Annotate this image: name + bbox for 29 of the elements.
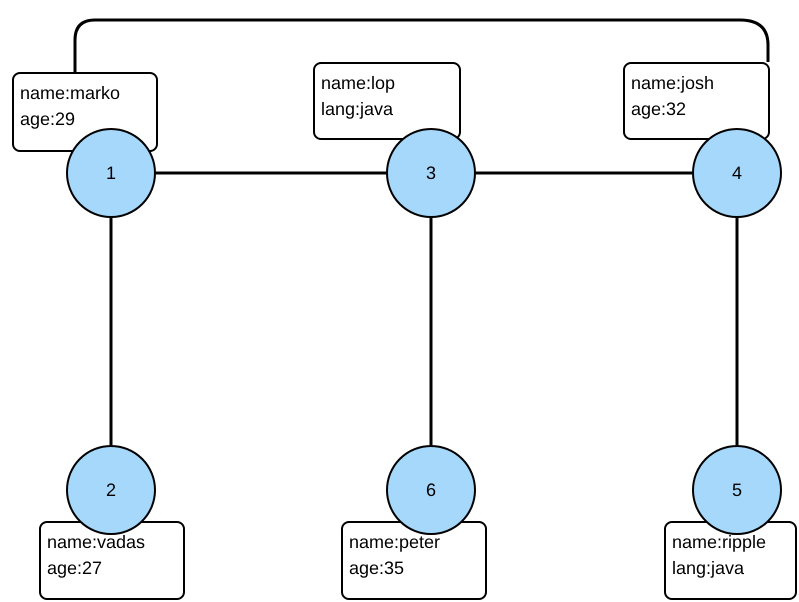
property-text: name:josh [631,72,714,95]
property-box [664,521,797,600]
property-text: age:35 [349,557,404,580]
property-text: lang:java [672,557,744,580]
vertex-id: 5 [732,478,742,502]
property-box [623,62,770,140]
property-text: name:marko [20,82,120,105]
connector-line [110,218,112,445]
property-box [341,521,487,600]
connector-line [74,18,770,72]
vertex-id: 4 [732,162,742,184]
connector-line [156,172,386,174]
property-text: age:29 [20,108,76,131]
property-text: name:lop [321,72,396,95]
connector-line [430,218,432,445]
property-text: age:27 [47,557,102,580]
property-text: name:peter [349,531,440,554]
vertex-id: 6 [426,478,436,502]
property-text: lang:java [321,98,394,121]
property-text: name:vadas [47,531,146,554]
property-box [39,521,185,600]
vertex-id: 1 [106,162,116,184]
connector-line [476,172,692,174]
property-box [313,62,461,140]
property-text: age:32 [631,98,686,121]
vertex-id: 3 [426,162,436,184]
connector-line [736,218,738,445]
vertex-id: 2 [106,478,116,502]
property-text: name:ripple [672,531,766,554]
